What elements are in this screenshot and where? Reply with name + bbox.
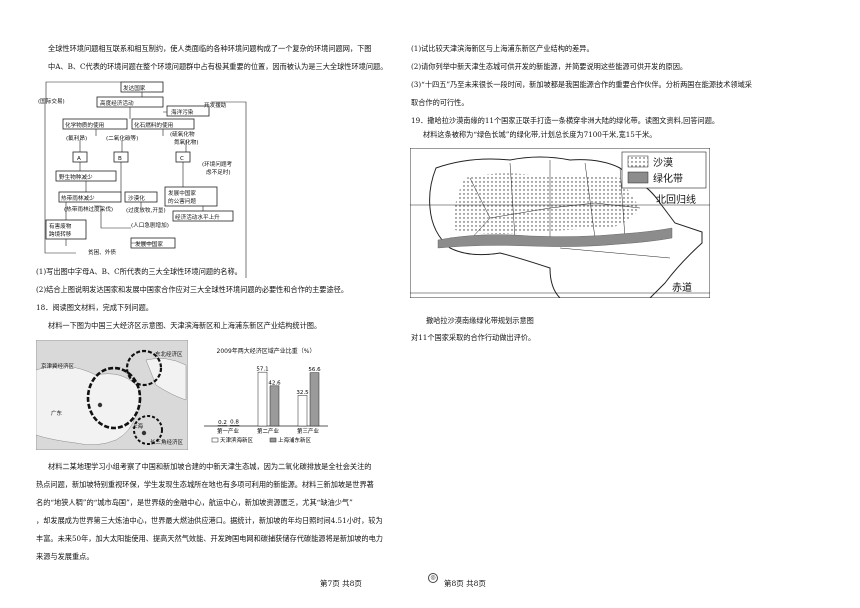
label-cfc: (氟利昂) [66,134,87,142]
label-cross-border: 跨境转移 [49,230,72,238]
label-international-trade: (国际交易) [38,97,65,105]
category-tick-label: 第三产业 [297,427,320,435]
china-economic-zones-map: 东北经济区 京津冀经济区 长三角经济区 广东 上海 [36,340,188,450]
binding-hole-icon: ◎ [428,573,438,583]
label-nitrogen-oxides: 氮氧化物) [174,138,199,146]
tropic-of-cancer-label: 北回归线 [656,193,696,206]
jjj-zone-ring [86,366,142,430]
equator-label: 赤道 [672,281,692,294]
chart-title: 2009年两大经济区域产业比重（%） [217,347,316,355]
box-developing-pollution [164,186,218,207]
label-fossil-fuel-use: 化石燃料的使用 [134,121,173,129]
bar-2-1 [309,372,320,427]
label-developed-countries: 发达国家 [123,84,146,92]
label-overgrazing: (过度放牧,开垦) [126,206,166,214]
category-tick-label: 第二产业 [257,427,280,435]
intro-line-1: 全球性环境问题相互联系和相互制约，使人类面临的各种环境问题构成了一个复杂的环境问… [48,44,372,53]
environment-problem-web-diagram: 发达国家 高度经济活动 海洋污染 (国际交易) 开发援助 化学物质的使用 化石燃… [38,81,247,278]
material-2-line-2: 热点问题，新加坡特别重视环保，学生发现生态城所在地也有多项可利用的新能源。材料三… [36,480,374,489]
label-wildlife-decline: 野生物种减少 [59,173,93,181]
label-shanghai: 上海 [132,422,144,430]
bar-value-label: 57.1 [256,367,268,373]
label-economic-activity-rise: 经济活动水平上升 [175,213,220,221]
yrd-zone-ring [133,415,163,445]
label-chemical-use: 化学物质的使用 [65,121,104,129]
label-desertification: 沙漠化 [128,194,145,202]
legend-swatch-tianjin [211,437,219,443]
question-18-3-line-2: 取合作的可行性。 [411,98,469,107]
legend-desert-label: 沙漠 [653,157,673,169]
label-hazardous-waste: 有害废物 [49,222,72,230]
material-1: 材料一下图为中国三大经济区示意图、天津滨海新区和上海浦东新区产业结构统计图。 [48,321,322,330]
label-env-consider-1: (环境问题考 [202,160,233,168]
bar-value-label: 42.6 [268,380,281,386]
label-high-economic-activity: 高度经济活动 [100,99,134,107]
legend-shanghai: 上海浦东新区 [278,436,312,444]
legend-desert-swatch [627,155,649,168]
material-2-line-6: 来源与发展重点。 [36,552,94,561]
question-18-2: (2)请你列举中新天津生态城可供开发的新能源，并简要说明这些能源可供开发的原因。 [411,62,688,71]
bar-value-label: 0.2 [218,420,227,426]
label-poverty-debt: 贫困、外债 [88,248,116,256]
material-2-line-4: ，却发展成为世界第三大炼油中心，世界最大燃油供应港口。据统计，新加坡的年均日照时… [36,516,383,525]
page-number-right: 第8页 共8页 [444,579,486,588]
label-northeast-zone: 东北经济区 [155,350,183,358]
page-number-left: 第7页 共8页 [320,579,362,588]
intro-line-2: 中A、B、C代表的环境问题在整个环境问题群中占有极其重要的位置，因而被认为是三大… [48,62,388,71]
label-developing-1: 发展中国家 [168,189,196,197]
bar-1-1 [269,385,280,427]
green-belt [437,227,673,249]
question-18-1: (1)试比较天津滨海新区与上海浦东新区产业结构的差异。 [411,44,594,53]
question-19-heading: 19．撒哈拉沙漠南缘的11个国家正联手打造一条横穿非洲大陆的绿化带。读图文资料,… [411,116,720,125]
label-rainforest-decline: 热带雨林减少 [61,194,95,202]
question-17-1: (1)写出图中字母A、B、C所代表的三大全球性环境问题的名称。 [36,267,242,276]
question-18-heading: 18．阅读图文材料，完成下列问题。 [36,303,153,312]
box-ocean-pollution [166,105,210,117]
box-chemical-use [62,118,128,130]
bar-1-0 [257,371,268,427]
africa-green-belt-map: 沙漠 绿化带 北回归线 赤道 [410,148,710,298]
legend-swatch-shanghai [269,437,277,443]
material-2-line-3: 名的“地狭人稠”的“城市岛国”，是世界级的金融中心，航运中心，新加坡资源匮乏，尤… [36,498,353,507]
bar-0-1 [229,424,240,427]
label-population-growth: (人口急剧增加) [131,221,169,229]
bar-0-0 [217,425,228,427]
label-A: A [77,156,81,162]
label-yrd-zone: 长三角经济区 [150,438,184,446]
question-17-2: (2)结合上图说明发达国家和发展中国家合作应对三大全球性环境问题的必要性和合作的… [36,285,349,294]
bar-value-label: 32.5 [296,390,309,396]
bar-2-0 [297,395,308,427]
label-jingjinji-zone: 京津冀经济区 [41,362,75,370]
legend-greenbelt-label: 绿化带 [653,172,683,185]
label-ocean-pollution: 海洋污染 [171,108,194,116]
category-tick-label: 第一产业 [217,427,240,435]
map-caption: 撒哈拉沙漠南缘绿化带规划示意图 [426,316,534,325]
question-19-ask: 对11个国家采取的合作行动做出评价。 [411,333,536,342]
legend-tianjin: 天津滨海新区 [220,436,254,444]
material-2-line-5: 丰富。未来50年，加大太阳能使用、提高天然气效能、开发跨国电网和碳捕获储存代碳能… [36,534,383,543]
label-co2: (二氧化碳等) [106,134,138,142]
label-env-consider-2: 虑不足时) [206,168,231,176]
label-developing-countries: 发展中国家 [135,240,163,248]
ne-zone-ring [125,349,163,387]
label-sulfur-oxides: (硫氧化物 [170,130,195,138]
label-overlogging: (热带雨林过度采伐) [64,205,113,213]
label-C: C [180,156,184,162]
box-rainforest-decline [58,191,122,203]
label-development-aid: 开发援助 [204,101,227,109]
label-developing-2: 的公害问题 [168,197,196,205]
question-19-material: 材料这条被称为“绿色长城”的绿化带,计划总长度为7100千米,宽15千米。 [423,130,657,139]
question-18-3-line-1: (3)“十四五”乃至未来很长一段时间，新加坡都是我国能源合作的重要合作伙伴。分析… [411,80,752,89]
legend-greenbelt-swatch [627,171,649,184]
label-B: B [118,156,122,162]
arrow-lines [44,81,247,278]
label-guangdong: 广东 [51,409,63,417]
desert-region [453,173,640,234]
material-2-line-1: 材料二某地理学习小组考察了中国和新加坡合建的中新天津生态城，因为二氧化碳排放是全… [48,462,372,471]
bar-value-label: 0.8 [230,420,239,426]
bar-value-label: 56.6 [308,367,321,373]
